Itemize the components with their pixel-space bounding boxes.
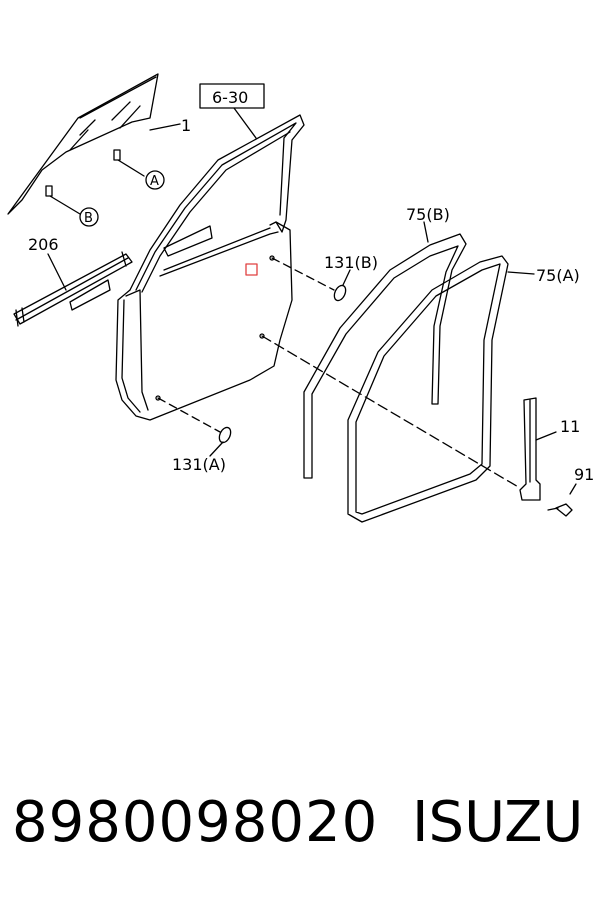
label-6-30: 6-30: [212, 88, 248, 107]
screw-91: [547, 483, 577, 517]
brand-name: ISUZU: [412, 790, 584, 855]
ref-box: [199, 83, 265, 109]
label-glass: 1: [181, 116, 191, 135]
plug-131b: [271, 257, 351, 302]
weatherstrip-75a: [261, 255, 535, 523]
callout-a-circle: [145, 170, 165, 190]
callout-b-label: B: [84, 211, 93, 226]
plug-131a: [157, 397, 232, 457]
label-75a: 75(A): [536, 266, 580, 285]
channel-11: [519, 397, 557, 501]
label-131b: 131(B): [324, 253, 378, 272]
label-206: 206: [28, 235, 59, 254]
part-number: 8980098020: [12, 790, 379, 855]
callout-b-circle: [79, 207, 99, 227]
label-11: 11: [560, 417, 580, 436]
door-assembly: [115, 83, 305, 421]
highlight-marker: [245, 263, 258, 276]
label-131a: 131(A): [172, 455, 226, 474]
glass-run-206: [13, 251, 133, 327]
label-75b: 75(B): [406, 205, 450, 224]
weatherstrip-75b: [303, 221, 467, 479]
callout-a-label: A: [150, 174, 159, 189]
label-91: 91: [574, 465, 594, 484]
window-glass: [7, 73, 181, 215]
